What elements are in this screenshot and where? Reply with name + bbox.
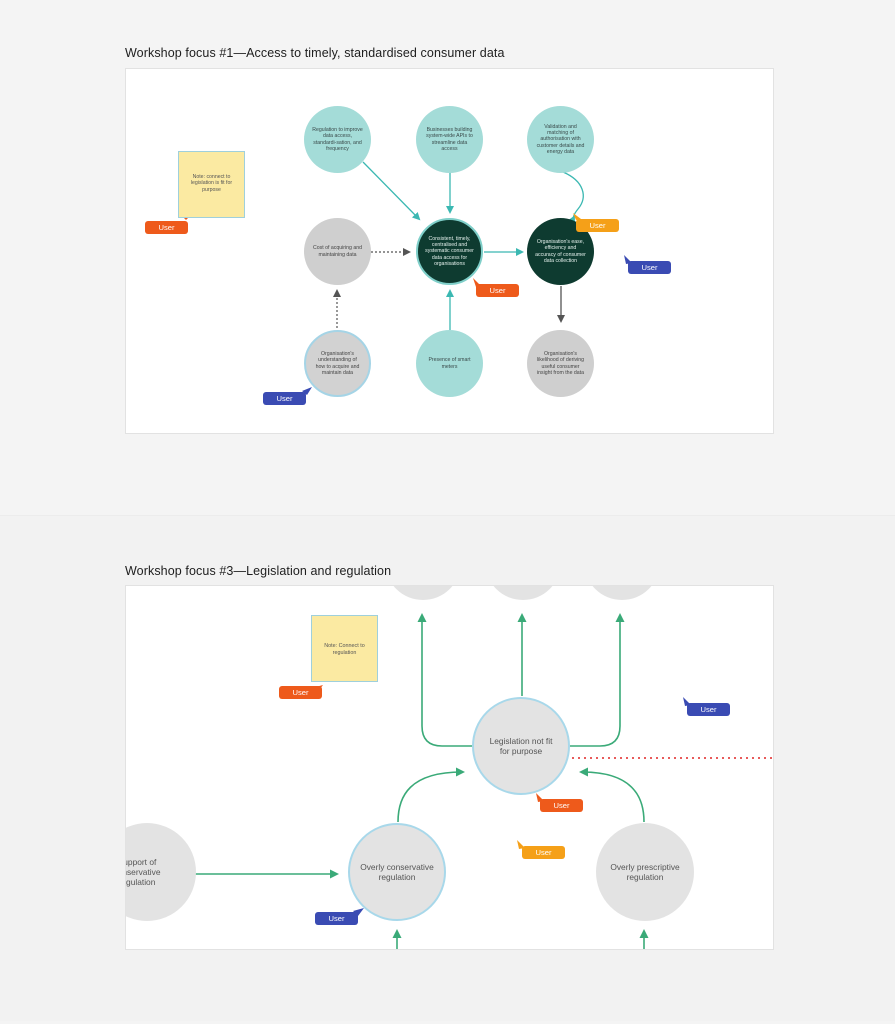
cursor-user-tag: User (522, 846, 565, 859)
cursor-user-tag: User (576, 219, 619, 232)
node-businesses[interactable]: Businesses building system-wide APIs to … (416, 106, 483, 173)
cursor-user-tag: User (263, 392, 306, 405)
node-likelihood[interactable]: Organisation's likelihood of deriving us… (527, 330, 594, 397)
cursor-user-tag: User (279, 686, 322, 699)
arrow-regulation-to-central (362, 161, 421, 221)
arrow-legislation-up-left (417, 613, 472, 747)
sticky-note[interactable]: Note: connect to legislation is fit for … (178, 151, 245, 218)
node-offscreen-right (592, 586, 652, 600)
node-validation[interactable]: Validation and matching of authorisation… (527, 106, 594, 173)
cursor-user-tag: User (476, 284, 519, 297)
cursor-user-tag: User (315, 912, 358, 925)
sticky-note-text: Note: Connect to regulation (324, 643, 365, 656)
cursor-user-tag: User (628, 261, 671, 274)
diagram-canvas-1[interactable]: Note: connect to legislation is fit for … (125, 68, 774, 434)
cursor-user-tag: User (540, 799, 583, 812)
cursor-user-tag: User (687, 703, 730, 716)
arrow-validation-to-ease (562, 171, 584, 225)
diagram-canvas-3[interactable]: Note: Connect to regulation Legislation … (125, 585, 774, 950)
node-regulation[interactable]: Regulation to improve data access, stand… (304, 106, 371, 173)
node-central[interactable]: Consistent, timely, centralised and syst… (416, 218, 483, 285)
section-title-1: Workshop focus #1—Access to timely, stan… (125, 46, 505, 60)
node-legislation[interactable]: Legislation not fit for purpose (472, 697, 570, 795)
node-understanding[interactable]: Organisation's understanding of how to a… (304, 330, 371, 397)
cursor-user-tag: User (145, 221, 188, 234)
cursor-pointer-icon (353, 908, 364, 916)
cursor-pointer-icon (573, 213, 581, 220)
sticky-note-text: Note: connect to legislation is fit for … (190, 174, 233, 193)
node-offscreen-center (493, 586, 553, 600)
section-title-3: Workshop focus #3—Legislation and regula… (125, 564, 392, 578)
node-offscreen-left (393, 586, 453, 600)
arrow-prescriptive-to-legislation (579, 767, 645, 823)
node-prescriptive[interactable]: Overly prescriptive regulation (596, 823, 694, 921)
arrow-conservative-to-legislation (397, 767, 465, 823)
node-cost[interactable]: Cost of acquiring and maintaining data (304, 218, 371, 285)
arrow-legislation-up-right (570, 613, 625, 747)
connector-layer-1 (182, 161, 632, 395)
connector-layer-3 (194, 586, 773, 949)
node-conservative[interactable]: Overly conservative regulation (348, 823, 446, 921)
node-smart-meters[interactable]: Presence of smart meters (416, 330, 483, 397)
sticky-note[interactable]: Note: Connect to regulation (311, 615, 378, 682)
